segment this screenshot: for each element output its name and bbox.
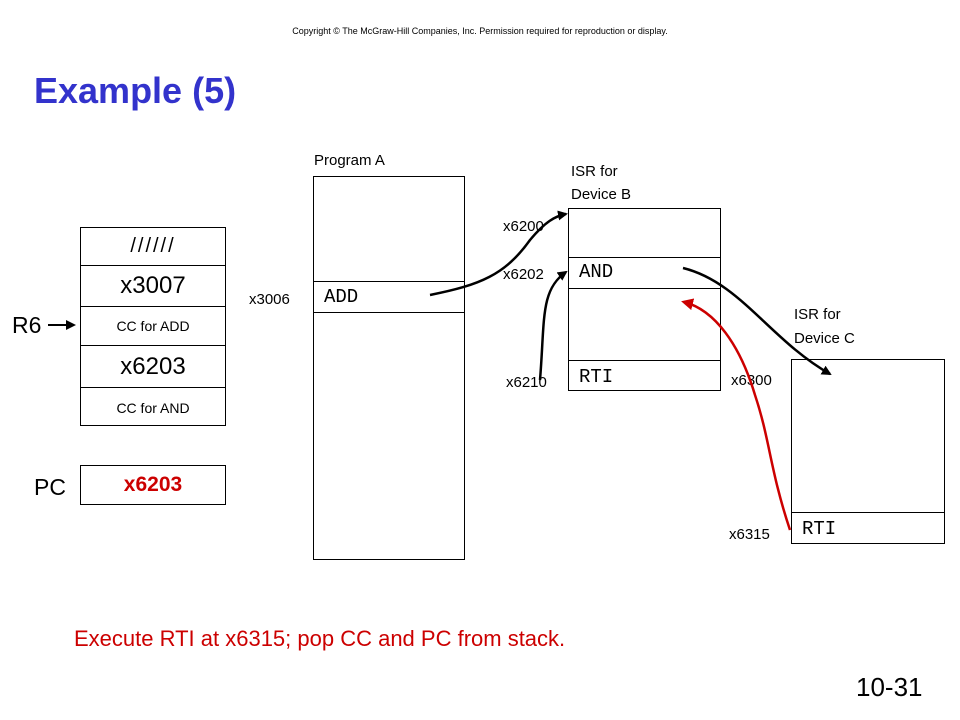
program-a-memory: ADD [313,176,465,560]
program-a-add-row: ADD [314,281,464,313]
isr-b-memory: AND RTI [568,208,721,391]
isr-c-label-line2: Device C [794,330,855,347]
addr-x6315: x6315 [729,526,770,543]
addr-x3006: x3006 [249,291,290,308]
caption-text: Execute RTI at x6315; pop CC and PC from… [74,626,566,651]
stack-cell-2: CC for ADD [81,307,225,346]
isr-b-label-line1: ISR for [571,163,618,180]
isr-b-and-row: AND [569,257,720,289]
addr-x6210: x6210 [506,374,547,391]
stack-cell-3: x6203 [81,346,225,388]
arrow-rti-b-to-and [538,270,568,381]
pc-label: PC [34,474,66,500]
stack-cell-4: CC for AND [116,399,190,416]
isr-b-label-line2: Device B [571,186,632,203]
page-number: 10-31 [856,672,923,702]
and-instruction: AND [579,261,614,283]
stack-memory: ////// x3007 CC for ADD x6203 CC for AND [80,227,226,426]
slide-title: Example (5) [34,70,237,111]
stack-cell-0: ////// [81,228,225,266]
stack-cell-1: x3007 [81,266,225,307]
isr-c-rti-row: RTI [792,512,944,544]
addr-x6202: x6202 [503,266,544,283]
rti-instruction-b: RTI [579,366,614,388]
r6-label: R6 [12,312,42,338]
arrow-rti-c-return [681,298,792,531]
rti-instruction-c: RTI [802,518,837,540]
add-instruction: ADD [324,286,359,308]
copyright-notice: Copyright © The McGraw-Hill Companies, I… [292,26,668,36]
program-a-label: Program A [314,152,385,169]
addr-x6200: x6200 [503,218,544,235]
isr-c-memory: RTI [791,359,945,544]
pc-register: x6203 [80,465,226,505]
isr-c-label-line1: ISR for [794,306,841,323]
isr-b-rti-row: RTI [569,360,720,391]
arrow-add-to-isr-b [429,210,568,297]
arrow-and-to-isr-c [682,266,832,376]
